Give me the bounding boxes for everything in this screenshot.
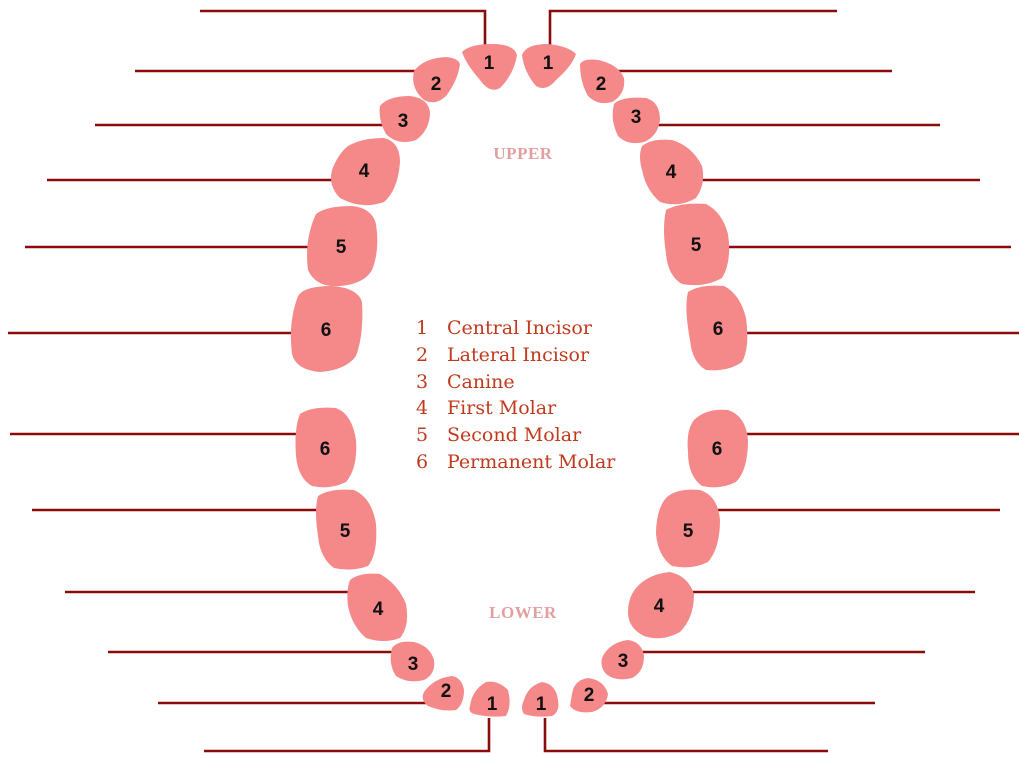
tooth-number: 5 [340, 521, 351, 542]
tooth-number: 6 [712, 439, 723, 460]
tooth-number: 4 [654, 596, 665, 617]
tooth-number: 2 [584, 685, 595, 706]
legend: 1 Central Incisor 2 Lateral Incisor 3 Ca… [416, 317, 616, 473]
tooth-number: 4 [666, 162, 677, 183]
tooth-number: 5 [683, 521, 694, 542]
tooth-number: 6 [321, 320, 332, 341]
legend-name: Lateral Incisor [447, 344, 590, 366]
legend-name: Canine [447, 371, 515, 393]
answer-line-lower-right-1 [545, 718, 828, 751]
tooth-number: 6 [713, 319, 724, 340]
legend-number: 2 [416, 344, 428, 366]
tooth-number: 4 [373, 599, 384, 620]
tooth-number: 2 [441, 681, 452, 702]
legend-name: Permanent Molar [447, 451, 616, 473]
upper-jaw-label: UPPER [493, 144, 552, 163]
tooth-number: 3 [398, 111, 409, 132]
tooth-number: 3 [618, 651, 629, 672]
tooth-number: 5 [336, 237, 347, 258]
legend-name: Second Molar [447, 424, 582, 446]
legend-number: 6 [416, 451, 428, 473]
tooth-number: 3 [408, 654, 419, 675]
answer-line-upper-left-1 [200, 11, 485, 46]
tooth-number: 1 [543, 53, 554, 74]
legend-number: 3 [416, 371, 428, 393]
tooth-number: 4 [359, 161, 370, 182]
lower-jaw-label: LOWER [489, 603, 557, 622]
legend-name: Central Incisor [447, 317, 593, 339]
tooth-number: 3 [631, 107, 642, 128]
legend-number: 4 [416, 397, 428, 419]
answer-line-upper-right-1 [550, 11, 837, 46]
tooth-number: 1 [487, 694, 498, 715]
tooth-number: 1 [536, 694, 547, 715]
answer-line-lower-left-1 [204, 718, 489, 751]
tooth-number: 5 [691, 235, 702, 256]
legend-number: 1 [416, 317, 428, 339]
tooth-number: 6 [320, 439, 331, 460]
tooth-number: 2 [431, 74, 442, 95]
legend-name: First Molar [447, 397, 557, 419]
tooth-number: 2 [596, 74, 607, 95]
tooth-number: 1 [484, 53, 495, 74]
legend-number: 5 [416, 424, 428, 446]
